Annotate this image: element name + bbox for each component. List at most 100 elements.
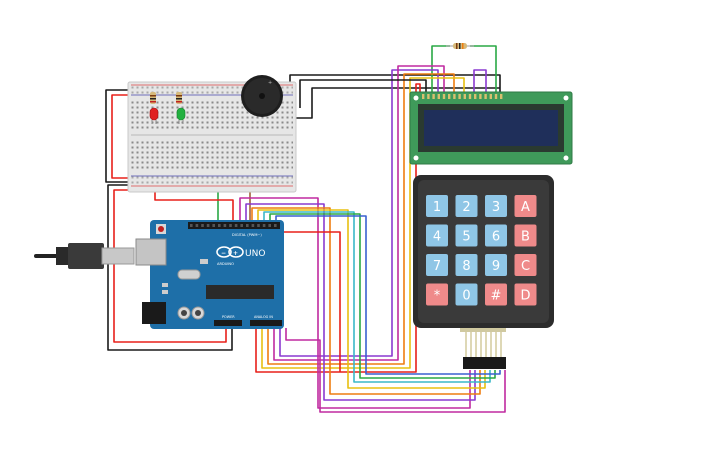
lcd-pin [432,94,435,99]
digital-pin [262,224,266,227]
keypad-4x4: 1 2 3 A 4 5 6 B 7 8 9 C * 0 # D [413,175,554,369]
key-star[interactable]: * [426,283,448,306]
lcd-resistor [446,43,474,49]
key-label: 0 [462,289,470,304]
key-3[interactable]: 3 [485,195,507,217]
lcd-pin [442,94,446,99]
analog-pin-header [250,320,282,326]
key-4[interactable]: 4 [426,224,448,247]
led-resistor-1 [150,92,156,104]
wire-black-lcd-7 [299,79,427,108]
lcd-pin [479,94,482,99]
wire-red-5v-arduino [113,189,227,343]
digital-pin [234,224,238,227]
key-c[interactable]: C [514,254,537,276]
digital-pin [201,224,204,227]
wire-purple-lcd-5 [473,69,487,96]
digital-pin [218,224,221,227]
key-7[interactable]: 7 [426,254,448,276]
key-label: D [520,289,530,304]
digital-pin [195,224,199,227]
digital-pin-header [188,222,280,229]
lcd-pin [484,94,487,99]
wire-black-gnd-arduino [107,184,233,351]
lcd-pin [453,94,456,99]
key-label: 3 [492,200,500,215]
key-label: # [491,289,502,304]
wire-cyan-key-5 [263,211,491,383]
digital-pin [268,224,271,227]
lcd-pin [468,94,472,99]
key-label: 5 [462,230,470,245]
arduino-model-label: UNO [245,249,265,259]
wire-red-key-9 [282,231,341,372]
green-led[interactable] [176,107,186,124]
key-b[interactable]: B [514,224,537,247]
key-label: C [521,259,530,274]
wire-blue-key-7 [275,215,501,375]
key-9[interactable]: 9 [485,254,507,276]
svg-text:+: + [233,250,238,257]
key-d[interactable]: D [514,283,537,306]
digital-pin [240,224,243,227]
lcd-pin [448,94,451,99]
wire-black-gnd-loop [105,89,130,183]
key-hash[interactable]: # [485,283,507,306]
wire-yellow-lcd-4 [261,77,465,369]
lcd-display [409,91,573,165]
digital-pin [223,224,227,227]
digital-pins-label: DIGITAL (PWM~) [232,233,262,237]
power-pin-header [214,320,242,326]
key-label: 2 [462,200,470,215]
key-label: * [434,289,441,304]
wires [105,45,506,413]
digital-pin [246,224,249,227]
atmega-chip [206,285,274,299]
key-1[interactable]: 1 [426,195,448,217]
piezo-buzzer[interactable]: + [241,75,283,117]
digital-pin [212,224,215,227]
wire-red-5v-loop [111,94,130,179]
wire-black-buzzer-2 [290,87,500,119]
wire-purple-key-2 [245,203,476,401]
digital-pin [274,224,277,227]
lcd-pin [463,94,466,99]
key-2[interactable]: 2 [455,195,478,217]
lcd-pin [500,94,503,99]
wire-magenta-lcd-2 [273,65,445,361]
keypad-ribbon-cable [465,332,502,358]
digital-pin [190,224,193,227]
lcd-pin-header [422,94,503,99]
keypad-connector [463,357,506,369]
wire-magenta-key-1 [239,197,471,409]
key-label: B [521,230,530,245]
lcd-pin [489,94,492,99]
key-a[interactable]: A [514,195,537,217]
key-5[interactable]: 5 [455,224,478,247]
key-0[interactable]: 0 [455,283,478,306]
key-label: A [521,200,530,215]
key-6[interactable]: 6 [485,224,507,247]
key-label: 8 [462,259,470,274]
lcd-pin [422,94,425,99]
svg-text:+: + [268,80,272,86]
wire-green-key-6 [269,213,496,379]
key-label: 4 [433,230,441,245]
key-label: 7 [433,259,441,274]
digital-pin [206,224,210,227]
wire-magenta-key-8 [285,328,506,413]
red-led[interactable] [149,107,159,124]
key-8[interactable]: 8 [455,254,478,276]
wire-yellow-key-4 [257,209,486,389]
digital-pin [229,224,232,227]
key-label: 1 [433,200,441,215]
wire-orange-key-3 [251,207,481,395]
key-label: 9 [492,259,500,274]
lcd-pin [427,94,430,99]
digital-pin [257,224,260,227]
lcd-pin [437,94,440,99]
key-label: 6 [492,230,500,245]
digital-pin [251,224,255,227]
wire-green-resistor [431,45,450,96]
